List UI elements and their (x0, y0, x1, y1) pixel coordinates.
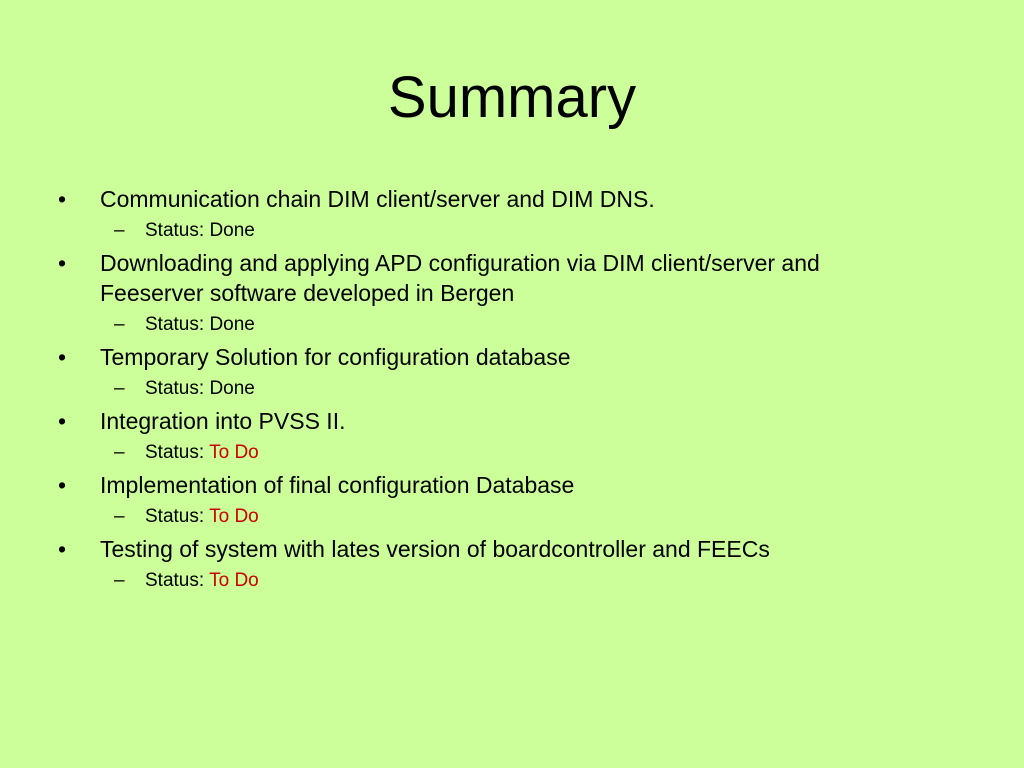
status-label: Status: (145, 378, 205, 399)
bullet-item: • Downloading and applying APD configura… (58, 248, 920, 308)
bullet-text: Testing of system with lates version of … (100, 536, 770, 562)
sub-bullet-marker: – (114, 314, 125, 335)
bullet-item: • Temporary Solution for configuration d… (58, 342, 920, 372)
status-value-todo: To Do (209, 506, 259, 527)
bullet-marker: • (58, 536, 67, 562)
status-label: Status: (145, 442, 205, 463)
bullet-text: Downloading and applying APD configurati… (100, 250, 820, 306)
status-line: – Status: To Do (114, 569, 1024, 593)
status-line: – Status: To Do (114, 441, 1024, 465)
status-value: Done (209, 314, 255, 335)
bullet-text: Communication chain DIM client/server an… (100, 186, 655, 212)
sub-bullet-marker: – (114, 570, 125, 591)
sub-bullet-marker: – (114, 220, 125, 241)
sub-bullet-marker: – (114, 442, 125, 463)
bullet-text: Temporary Solution for configuration dat… (100, 344, 571, 370)
status-line: – Status: To Do (114, 505, 1024, 529)
slide-title: Summary (387, 65, 637, 130)
status-label: Status: (145, 506, 205, 527)
bullet-text: Integration into PVSS II. (100, 408, 346, 434)
bullet-text: Implementation of final configuration Da… (100, 472, 575, 498)
status-line: – Status: Done (114, 219, 1024, 243)
status-value-todo: To Do (209, 570, 259, 591)
status-line: – Status: Done (114, 377, 1024, 401)
bullet-item: • Communication chain DIM client/server … (58, 184, 920, 214)
status-value: Done (209, 220, 255, 241)
status-value: Done (209, 378, 255, 399)
bullet-marker: • (58, 408, 67, 434)
bullet-marker: • (58, 344, 67, 370)
status-label: Status: (145, 220, 205, 241)
bullet-item: • Testing of system with lates version o… (58, 534, 920, 564)
bullet-marker: • (58, 472, 67, 498)
sub-bullet-marker: – (114, 378, 125, 399)
bullet-marker: • (58, 250, 67, 276)
status-label: Status: (145, 570, 205, 591)
status-label: Status: (145, 314, 205, 335)
bullet-marker: • (58, 186, 67, 212)
sub-bullet-marker: – (114, 506, 125, 527)
bullet-item: • Implementation of final configuration … (58, 470, 920, 500)
status-line: – Status: Done (114, 313, 1024, 337)
status-value-todo: To Do (209, 442, 259, 463)
bullet-item: • Integration into PVSS II. (58, 406, 920, 436)
bullet-list: • Communication chain DIM client/server … (0, 184, 1024, 593)
